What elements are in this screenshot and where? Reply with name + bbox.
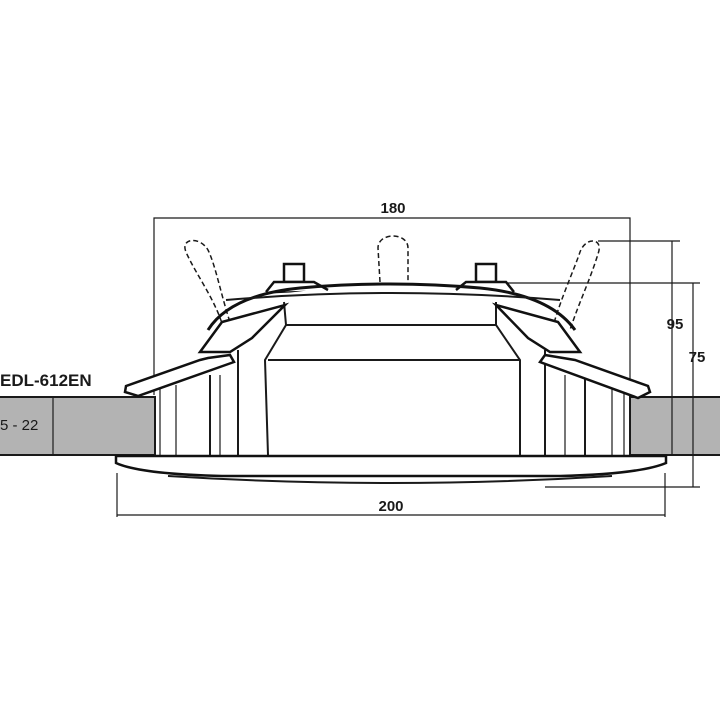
speaker-housing [159, 301, 625, 456]
ceiling-panel-right [629, 396, 720, 456]
dimension-75: 75 [500, 282, 706, 488]
dimension-180-label: 180 [380, 200, 405, 217]
ceiling-thickness-label: 5 - 22 [0, 417, 38, 434]
dimension-95-label: 95 [667, 316, 684, 333]
dimension-ceiling-thickness: 5 - 22 [0, 396, 55, 456]
spring-clip-open-positions [184, 235, 600, 331]
speaker-bezel [114, 454, 668, 484]
dimension-75-label: 75 [689, 349, 706, 366]
speaker-dome [206, 282, 577, 331]
model-label: EDL-612EN [0, 371, 92, 390]
spring-clip-left [123, 302, 290, 398]
dimension-200-label: 200 [378, 498, 403, 515]
dimension-200: 200 [116, 473, 666, 517]
dimension-180: 180 [153, 200, 631, 395]
ceiling-panel-left [0, 396, 156, 456]
spring-clip-right [491, 302, 652, 400]
